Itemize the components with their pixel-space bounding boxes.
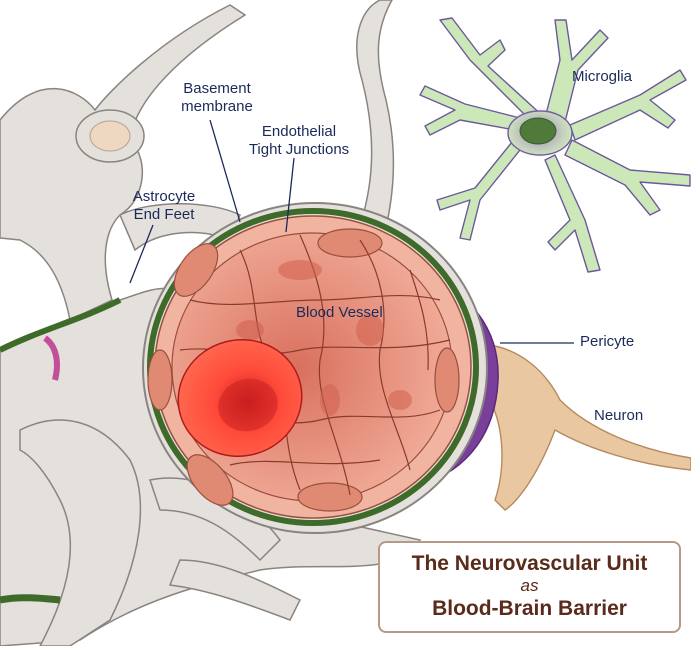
leader-lines	[129, 119, 574, 344]
basement-membrane-edge	[0, 594, 61, 604]
title-line-3: Blood-Brain Barrier	[432, 597, 627, 620]
red-blood-cell	[177, 338, 303, 458]
microglia-cell	[419, 17, 691, 273]
title-box: The Neurovascular Unit as Blood-Brain Ba…	[378, 541, 681, 633]
title-line-1: The Neurovascular Unit	[411, 552, 648, 575]
label-pericyte: Pericyte	[580, 333, 635, 350]
title-line-2: as	[520, 576, 539, 595]
label-neuron: Neuron	[594, 407, 644, 424]
pericyte-left-fragment	[43, 335, 60, 381]
microglia-nucleus	[519, 117, 557, 145]
endothelial-nuclei	[147, 228, 460, 512]
neuron-cell	[489, 344, 691, 511]
label-blood-vessel: Blood Vessel	[296, 304, 383, 321]
lumen-shading	[236, 260, 412, 416]
basement-membrane-lower	[0, 297, 122, 353]
astrocyte-processes	[0, 0, 395, 322]
label-microglia: Microglia	[572, 68, 633, 85]
astrocyte-end-feet	[0, 287, 422, 646]
astrocyte-nucleus	[89, 120, 131, 152]
